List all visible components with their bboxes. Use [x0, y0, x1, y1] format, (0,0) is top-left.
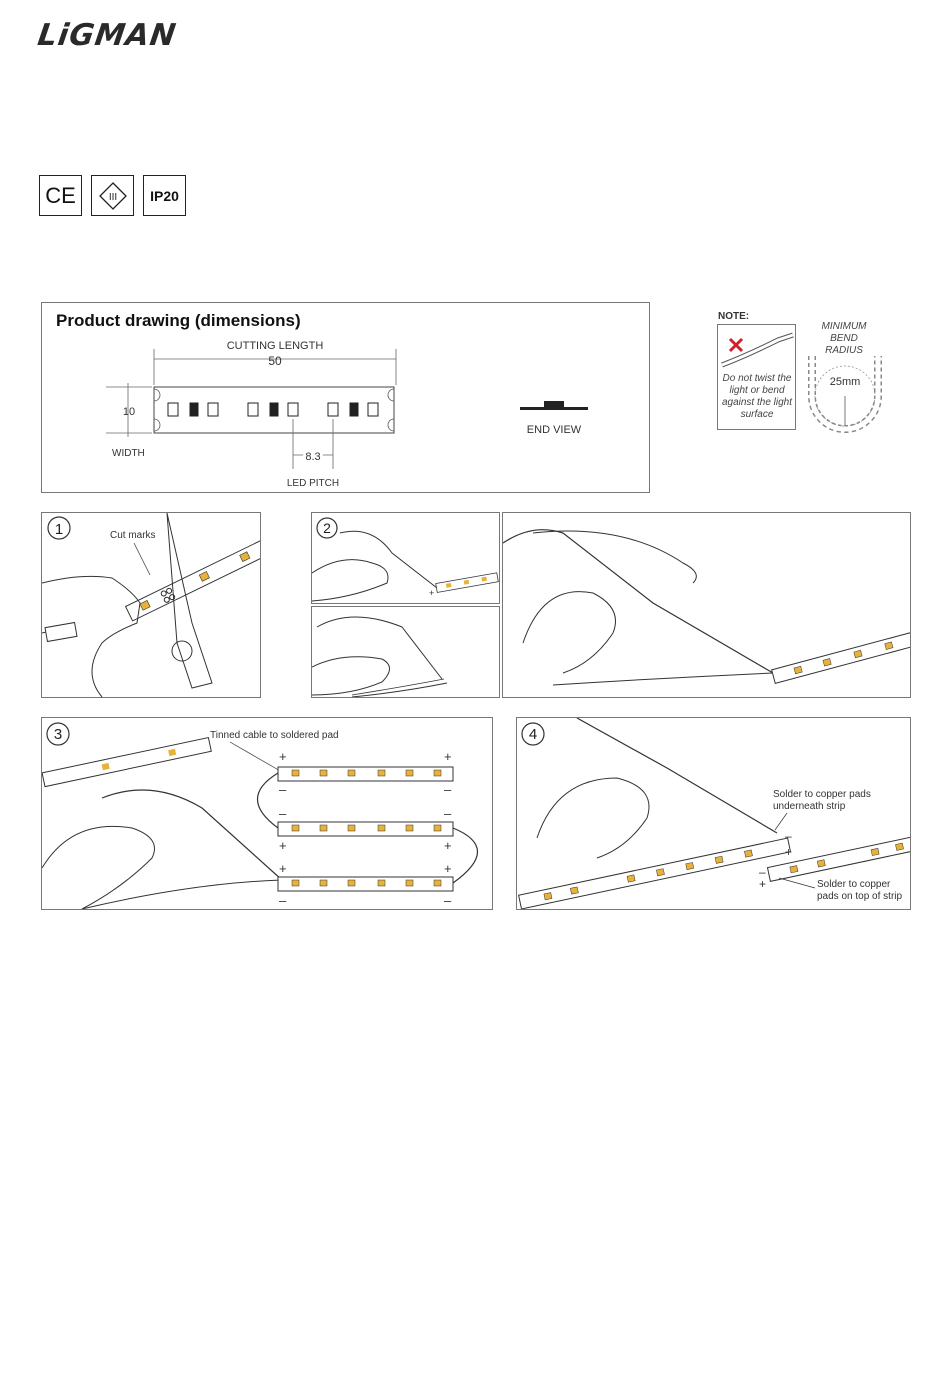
- step-4-number: 4: [529, 726, 537, 743]
- svg-text:+: +: [444, 749, 452, 764]
- twist-warning-illustration: [721, 332, 794, 368]
- step-2-panel-a: 2 +: [311, 512, 500, 604]
- note-text: Do not twist the light or bend against t…: [721, 373, 793, 420]
- svg-text:+: +: [279, 838, 287, 853]
- step-3-number: 3: [54, 726, 62, 743]
- step-3-illustration: 3 Tinned cable to soldered pad + + – –: [42, 722, 479, 909]
- step-1-illustration: 1 Cut marks: [42, 513, 260, 697]
- step-2-number: 2: [323, 520, 331, 536]
- note-box: Do not twist the light or bend against t…: [717, 324, 796, 430]
- step-3-panel: 3 Tinned cable to soldered pad + + – –: [41, 717, 493, 910]
- warning-x-icon: [728, 337, 744, 353]
- tinned-cable-label: Tinned cable to soldered pad: [210, 730, 339, 741]
- cutting-length-value: 50: [268, 354, 282, 368]
- step-1-number: 1: [55, 521, 63, 538]
- svg-text:+: +: [444, 838, 452, 853]
- step-2c-illustration: [503, 529, 910, 686]
- bend-radius-illustration: 25mm: [808, 356, 882, 433]
- svg-text:–: –: [444, 893, 452, 908]
- svg-text:–: –: [785, 829, 792, 843]
- step-2-panel-c: [502, 512, 911, 698]
- step-4-panel: 4 + – + – Solder to copper pads undernea…: [516, 717, 911, 910]
- class-iii-icon: III: [91, 175, 134, 216]
- svg-text:+: +: [759, 877, 766, 891]
- cutting-length-label: CUTTING LENGTH: [227, 340, 324, 352]
- svg-text:+: +: [279, 861, 287, 876]
- led-pitch-value: 8.3: [305, 451, 320, 463]
- step-2b-illustration: [312, 616, 448, 697]
- step-1-panel: 1 Cut marks: [41, 512, 261, 698]
- svg-text:III: III: [108, 192, 116, 203]
- note-title: NOTE:: [718, 311, 750, 322]
- brand-logo: LiGMAN: [35, 18, 179, 53]
- bend-radius-value: 25mm: [830, 376, 861, 388]
- svg-text:–: –: [279, 893, 287, 908]
- solder-top-label: Solder to copper pads on top of strip: [817, 879, 903, 902]
- width-label: WIDTH: [112, 448, 145, 459]
- svg-text:+: +: [429, 588, 434, 598]
- step-4-illustration: 4 + – + –: [518, 718, 910, 909]
- svg-text:+: +: [279, 749, 287, 764]
- led-pitch-label: LED PITCH: [287, 478, 339, 489]
- end-view-label: END VIEW: [527, 424, 582, 436]
- cut-marks-label: Cut marks: [110, 530, 156, 541]
- solder-underneath-label: Solder to copper pads underneath strip: [773, 789, 871, 812]
- step-2a-illustration: 2 +: [312, 517, 499, 602]
- svg-text:–: –: [444, 806, 452, 821]
- svg-text:–: –: [444, 782, 452, 797]
- width-value: 10: [123, 406, 135, 418]
- svg-text:–: –: [279, 806, 287, 821]
- svg-text:–: –: [759, 865, 766, 879]
- svg-text:+: +: [785, 845, 792, 859]
- ip20-badge: IP20: [143, 175, 186, 216]
- step-2-panel-b: [311, 606, 500, 698]
- product-drawing-panel: Product drawing (dimensions) CUTTING LEN…: [41, 302, 650, 493]
- svg-text:+: +: [444, 861, 452, 876]
- svg-text:–: –: [279, 782, 287, 797]
- product-drawing-title: Product drawing (dimensions): [56, 311, 301, 330]
- bend-radius-label: MINIMUM BEND RADIUS: [821, 321, 867, 356]
- dimension-drawing: CUTTING LENGTH 50 10 WIDTH 8.3 LED PITCH…: [106, 340, 588, 489]
- ce-mark-icon: CE: [39, 175, 82, 216]
